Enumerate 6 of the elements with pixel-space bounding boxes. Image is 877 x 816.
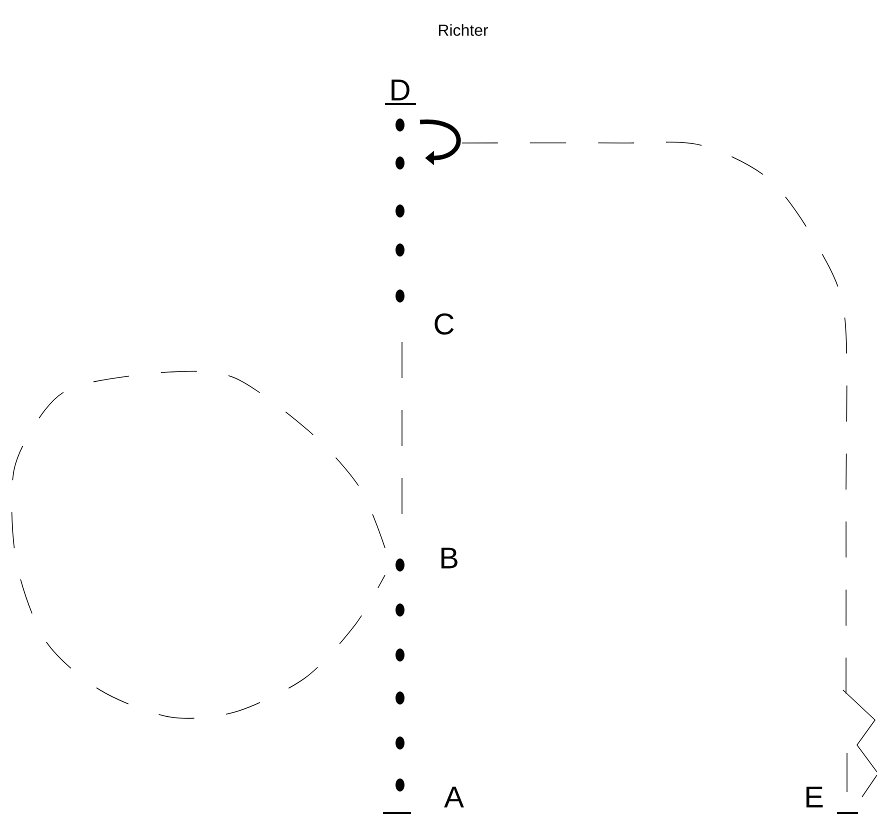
point-letter: C bbox=[434, 313, 454, 335]
point-letter: E bbox=[806, 786, 823, 808]
title: Richter bbox=[438, 24, 488, 36]
point-letter: A bbox=[444, 786, 464, 808]
point-letter: D bbox=[392, 80, 410, 100]
point-letter: B bbox=[441, 548, 458, 568]
